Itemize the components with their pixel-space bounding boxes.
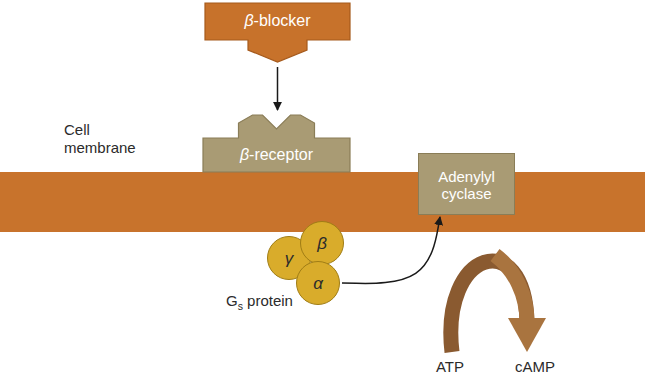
connector-arrow bbox=[342, 217, 440, 283]
drug-shape bbox=[205, 3, 350, 63]
shape-outline bbox=[203, 115, 350, 172]
receptor-shape bbox=[203, 115, 350, 172]
text-label: Gs protein bbox=[226, 292, 316, 313]
receptor-box: β-receptor bbox=[203, 115, 350, 172]
text-label: ATP bbox=[425, 358, 475, 376]
reaction-arrowhead bbox=[508, 318, 546, 352]
node-label: β-receptor bbox=[203, 138, 350, 172]
text-label: Cell membrane bbox=[64, 121, 144, 157]
connector-arrow bbox=[277, 67, 279, 110]
g-protein-subunit: β bbox=[300, 221, 344, 265]
node-label: Adenylyl cyclase bbox=[419, 154, 514, 216]
node-label: β bbox=[301, 222, 343, 266]
shape-outline bbox=[205, 3, 350, 62]
drug-box: β-blocker bbox=[205, 3, 350, 63]
enzyme-box: Adenylyl cyclase bbox=[418, 153, 515, 215]
node-label: β-blocker bbox=[205, 3, 350, 40]
text-label: cAMP bbox=[505, 358, 565, 376]
g-protein-subunit: α bbox=[296, 261, 340, 305]
node-label: α bbox=[297, 262, 339, 306]
reaction-arrow-light bbox=[495, 255, 527, 322]
